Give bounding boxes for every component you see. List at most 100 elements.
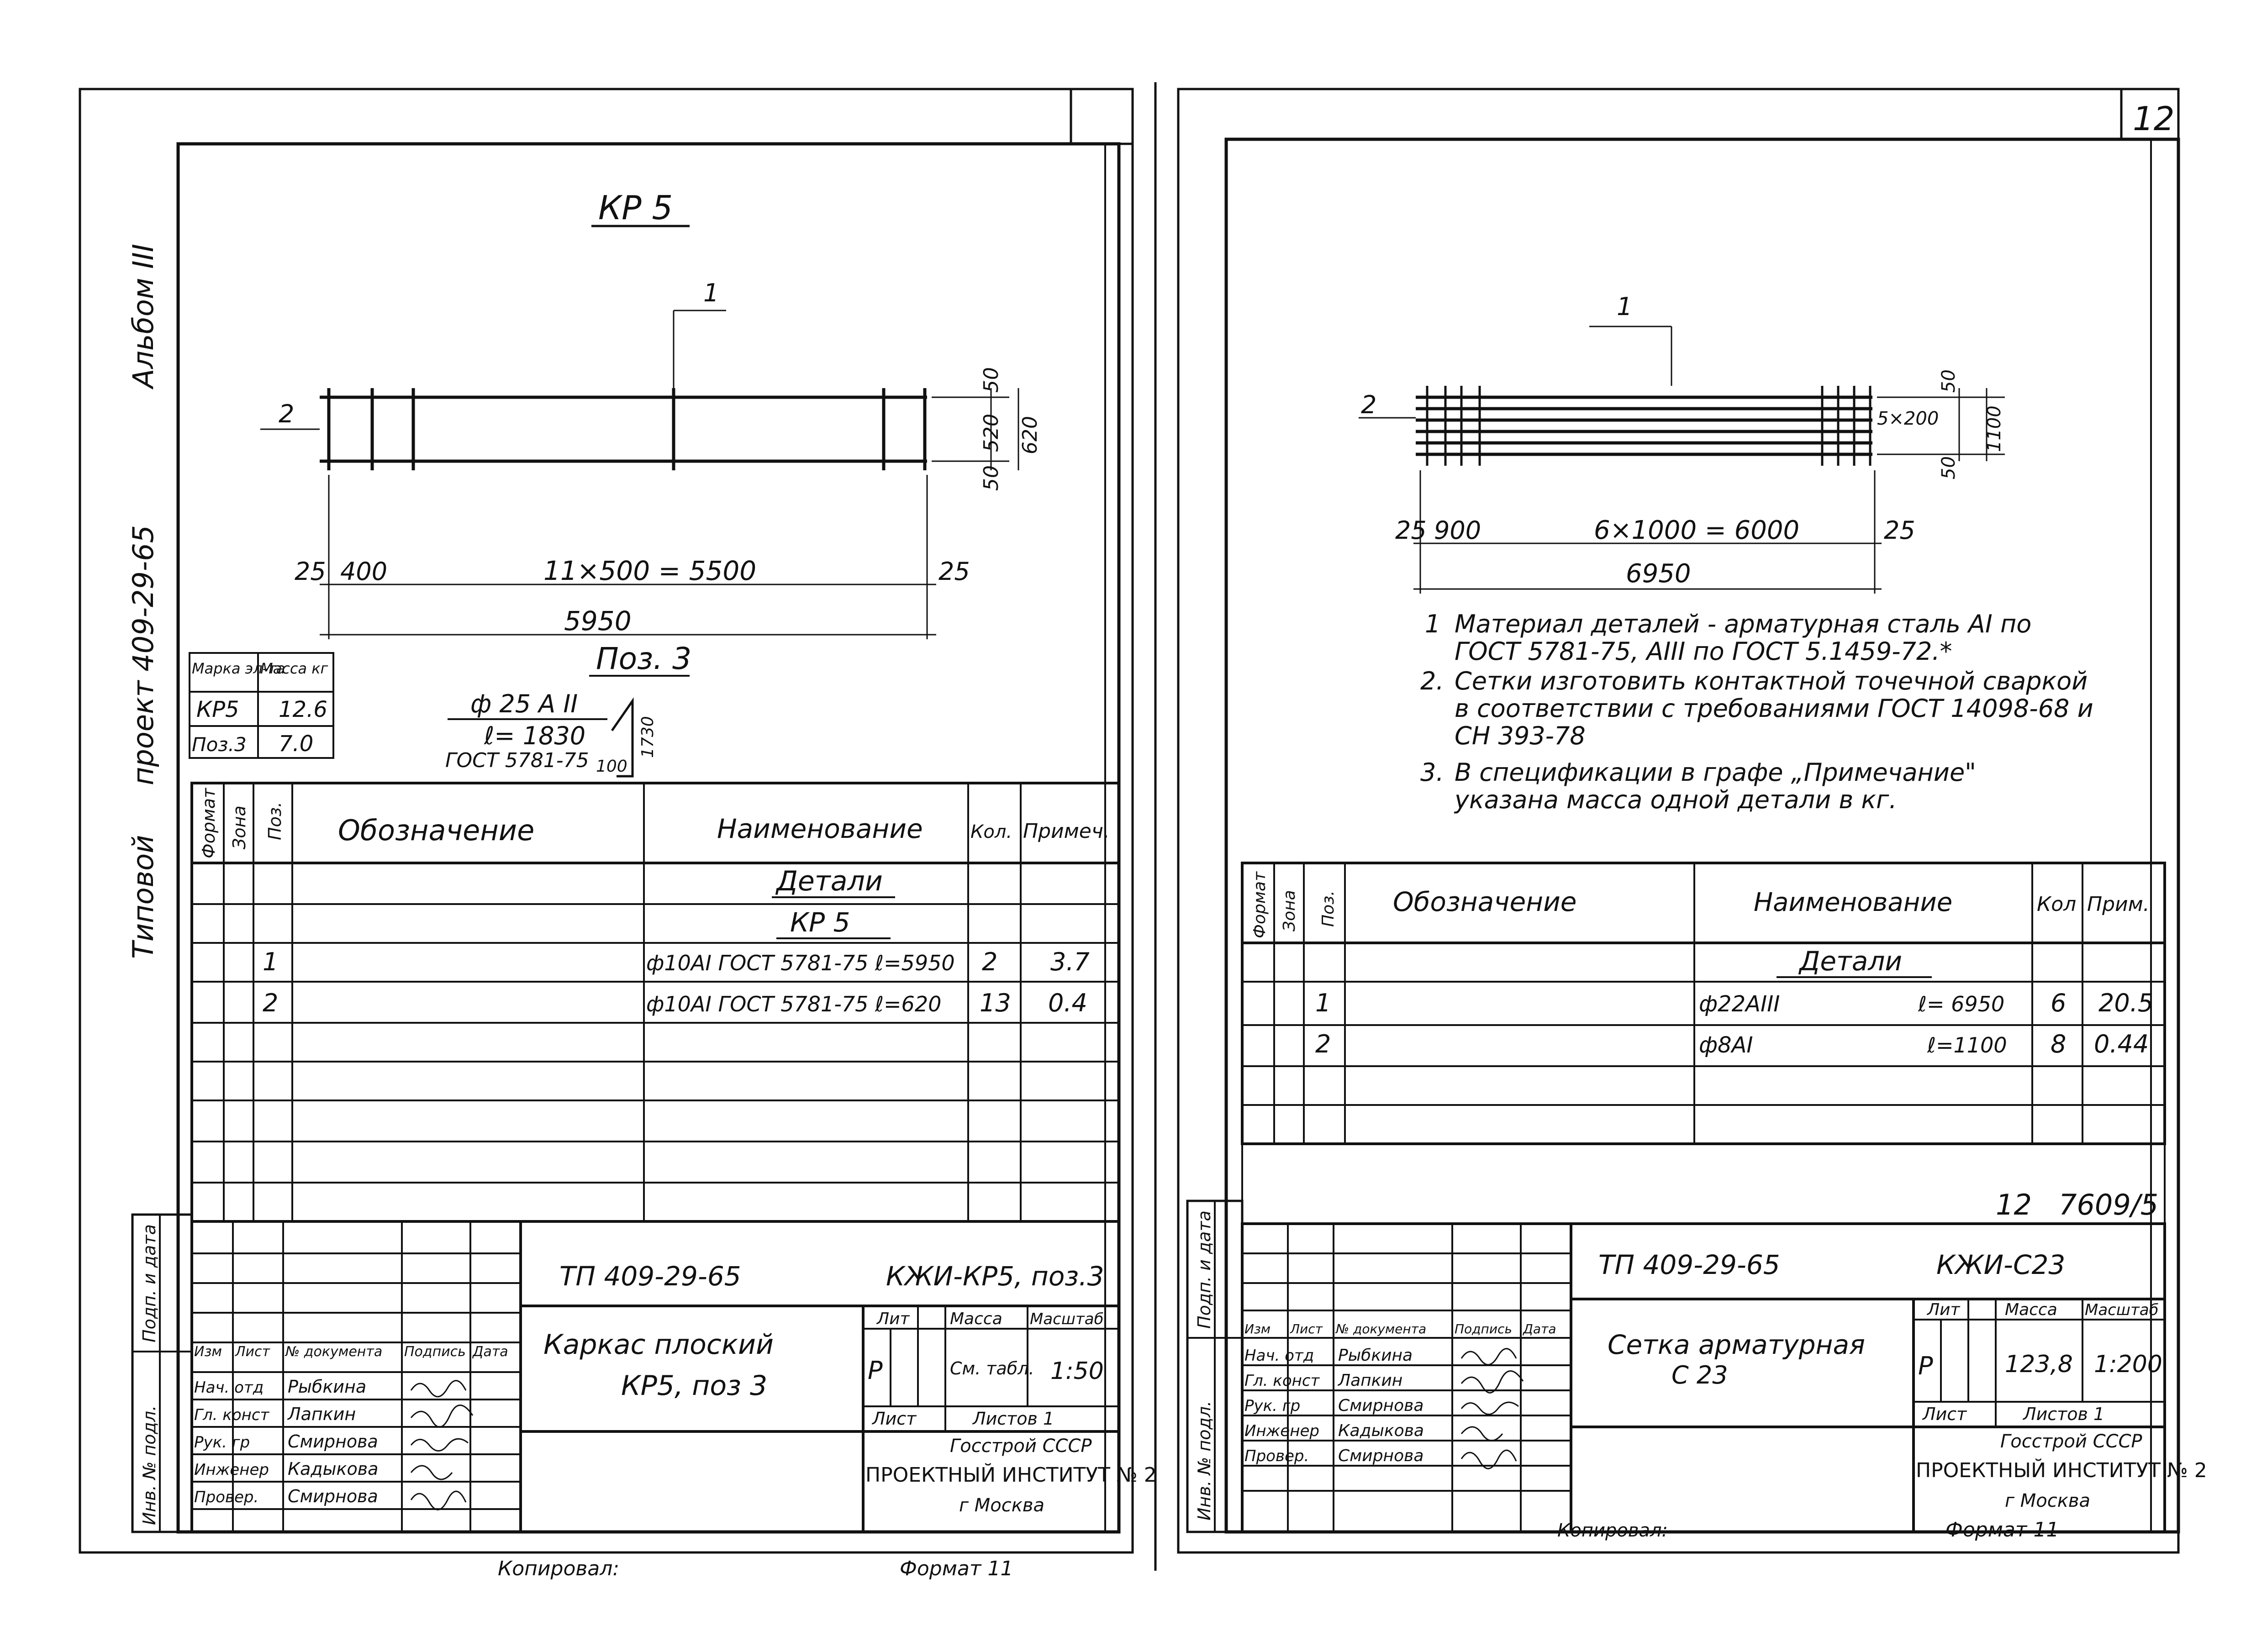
right-tb-name-3: Кадыкова [1338, 1421, 1424, 1440]
right-tb-role-2: Рук. гр [1244, 1397, 1300, 1415]
note-1-line-2: ГОСТ 5781-75, АIII по ГОСТ 5.1459-72.* [1455, 637, 1952, 666]
left-margin-label-0: Инв. № подл. [139, 1405, 159, 1525]
right-spec-r0-pos: 1 [1315, 989, 1331, 1017]
right-signatures [1460, 1348, 1524, 1469]
left-title-block [131, 1213, 1120, 1533]
right-spec-r0-name: ф22АIII [1699, 991, 1780, 1017]
c23-dim-end-right: 25 [1884, 516, 1915, 545]
right-spec-h-designation: Обозначение [1393, 886, 1576, 917]
c23-dim-spaces: 6×1000 = 6000 [1594, 516, 1799, 545]
right-tb-scale: 1:200 [2094, 1351, 2162, 1378]
right-tb-code: КЖИ-С23 [1936, 1249, 2065, 1280]
right-spec-h-zone: Зона [1280, 890, 1299, 931]
pos3-dim-v: 1730 [638, 716, 657, 758]
note-3-line-2: указана масса одной детали в кг. [1454, 785, 1897, 814]
left-tb-mass-h: Масса [950, 1310, 1002, 1328]
left-tb-role-0: Нач. отд [194, 1378, 264, 1397]
c23-dim-end-left: 25 [1395, 516, 1427, 545]
left-side-caption-1: Типовой [127, 835, 160, 959]
left-tb-stage: Р [868, 1356, 883, 1385]
left-spec-r0-note: 3.7 [1050, 947, 1090, 976]
right-tb-col-2: № документа [1335, 1321, 1426, 1336]
c23-dim-first: 900 [1434, 516, 1481, 545]
right-tb-project: ТП 409-29-65 [1598, 1249, 1780, 1280]
left-tb-col-4: Дата [472, 1344, 508, 1360]
right-spec-r1-pos: 2 [1315, 1030, 1331, 1058]
right-tb-role-1: Гл. конст [1244, 1372, 1320, 1390]
right-tb-role-0: Нач. отд [1244, 1347, 1314, 1365]
mass-table-r1c0: Поз.3 [192, 733, 247, 756]
kp5-callout-1: 1 [703, 279, 719, 307]
right-tb-mass: 123,8 [2005, 1351, 2073, 1378]
left-tb-name-2b: Смирнова [288, 1431, 378, 1452]
right-sheet-number: 12 [2133, 100, 2175, 138]
left-spec-r0-pos: 1 [263, 947, 278, 976]
left-spec-r1-name: ф10АI ГОСТ 5781-75 ℓ=620 [646, 992, 941, 1016]
right-tb-org-3: г Москва [2005, 1490, 2090, 1511]
left-tb-stage-h: Лит [876, 1310, 910, 1328]
left-spec-r0-name: ф10АI ГОСТ 5781-75 ℓ=5950 [646, 951, 955, 975]
right-tb-org-1: Госстрой СССР [2000, 1431, 2142, 1452]
left-corner-box [1070, 88, 1134, 145]
c23-callout-1: 1 [1617, 292, 1632, 321]
left-side-caption-3: Альбом III [127, 244, 160, 390]
c23-dim-top: 50 [1938, 369, 1959, 393]
right-spec-r1-len: ℓ=1100 [1927, 1033, 2007, 1057]
right-spec-r0-note: 20.5 [2098, 989, 2153, 1017]
left-spec-h-designation: Обозначение [338, 814, 534, 847]
right-spec-section: Детали [1798, 946, 1902, 977]
mass-table-r0c0: КР5 [196, 697, 239, 722]
right-spec-h-note: Прим. [2087, 893, 2150, 916]
right-spec-h-pos: Поз. [1319, 890, 1338, 927]
left-spec-r1-qty: 13 [980, 989, 1011, 1017]
right-tb-role-4: Провер. [1244, 1447, 1309, 1465]
mass-table-r0c1: 12.6 [279, 697, 327, 722]
right-tb-scale-h: Масштаб [2085, 1301, 2159, 1319]
pos3-standard: ГОСТ 5781-75 [445, 749, 589, 772]
right-tb-name-1: Сетка арматурная [1608, 1329, 1865, 1360]
c23-dim-total: 6950 [1626, 559, 1691, 589]
kp5-dim-spaces: 11×500 = 5500 [543, 555, 756, 586]
left-tb-project: ТП 409-29-65 [559, 1261, 741, 1292]
right-tb-name-1b: Лапкин [1337, 1371, 1402, 1390]
right-spec-r0-len: ℓ= 6950 [1918, 992, 2004, 1016]
left-tb-name-4: Смирнова [288, 1486, 378, 1506]
kp5-callout-2: 2 [279, 400, 294, 428]
right-tb-sheets: Листов 1 [2022, 1404, 2104, 1424]
left-copied-by: Копировал: [498, 1557, 619, 1580]
left-tb-name-3: Кадыкова [288, 1459, 378, 1479]
kp5-frame-drawing [320, 388, 927, 470]
left-tb-name-1b: Лапкин [287, 1404, 356, 1424]
c23-dim-mid: 5×200 [1877, 408, 1939, 429]
note-1-num: 1 [1425, 610, 1440, 638]
right-spec-h-format: Формат [1250, 871, 1269, 938]
left-spec-section: Детали [775, 865, 883, 897]
note-3-line-1: В спецификации в графе „Примечание" [1455, 758, 1976, 787]
left-tb-name-0: Рыбкина [288, 1377, 366, 1397]
pos3-length: ℓ= 1830 [484, 721, 585, 750]
left-tb-col-1: Лист [235, 1344, 271, 1360]
right-spec-r0-qty: 6 [2051, 989, 2066, 1017]
left-tb-role-2: Рук. гр [194, 1433, 250, 1452]
left-outer-frame [79, 88, 1134, 1554]
kp5-dim-bot: 50 [980, 465, 1003, 491]
right-tb-org-2: ПРОЕКТНЫЙ ИНСТИТУТ № 2 [1916, 1458, 2207, 1482]
left-spec-h-zone: Зона [229, 805, 249, 849]
c23-mesh-drawing [1416, 386, 1872, 466]
right-tb-name-0: Рыбкина [1338, 1346, 1413, 1365]
left-tb-sheets: Листов 1 [972, 1409, 1054, 1429]
left-tb-scale: 1:50 [1050, 1357, 1104, 1385]
left-tb-sheet: Лист [871, 1409, 917, 1429]
left-spec-h-format: Формат [199, 787, 219, 858]
right-tb-name-2: С 23 [1671, 1361, 1728, 1389]
left-tb-mass: См. табл. [950, 1358, 1034, 1378]
right-spec-h-name: Наименование [1754, 888, 1952, 917]
left-side-caption-2: проект 409-29-65 [127, 525, 160, 785]
left-margin-label-1: Подп. и дата [139, 1224, 159, 1342]
left-format: Формат 11 [900, 1557, 1013, 1580]
right-tb-col-0: Изм [1244, 1321, 1271, 1336]
right-margin-label-1: Подп. и дата [1194, 1210, 1214, 1329]
pos3-dim-h: 100 [596, 757, 627, 776]
right-sheet: 12 [1177, 88, 2207, 1554]
